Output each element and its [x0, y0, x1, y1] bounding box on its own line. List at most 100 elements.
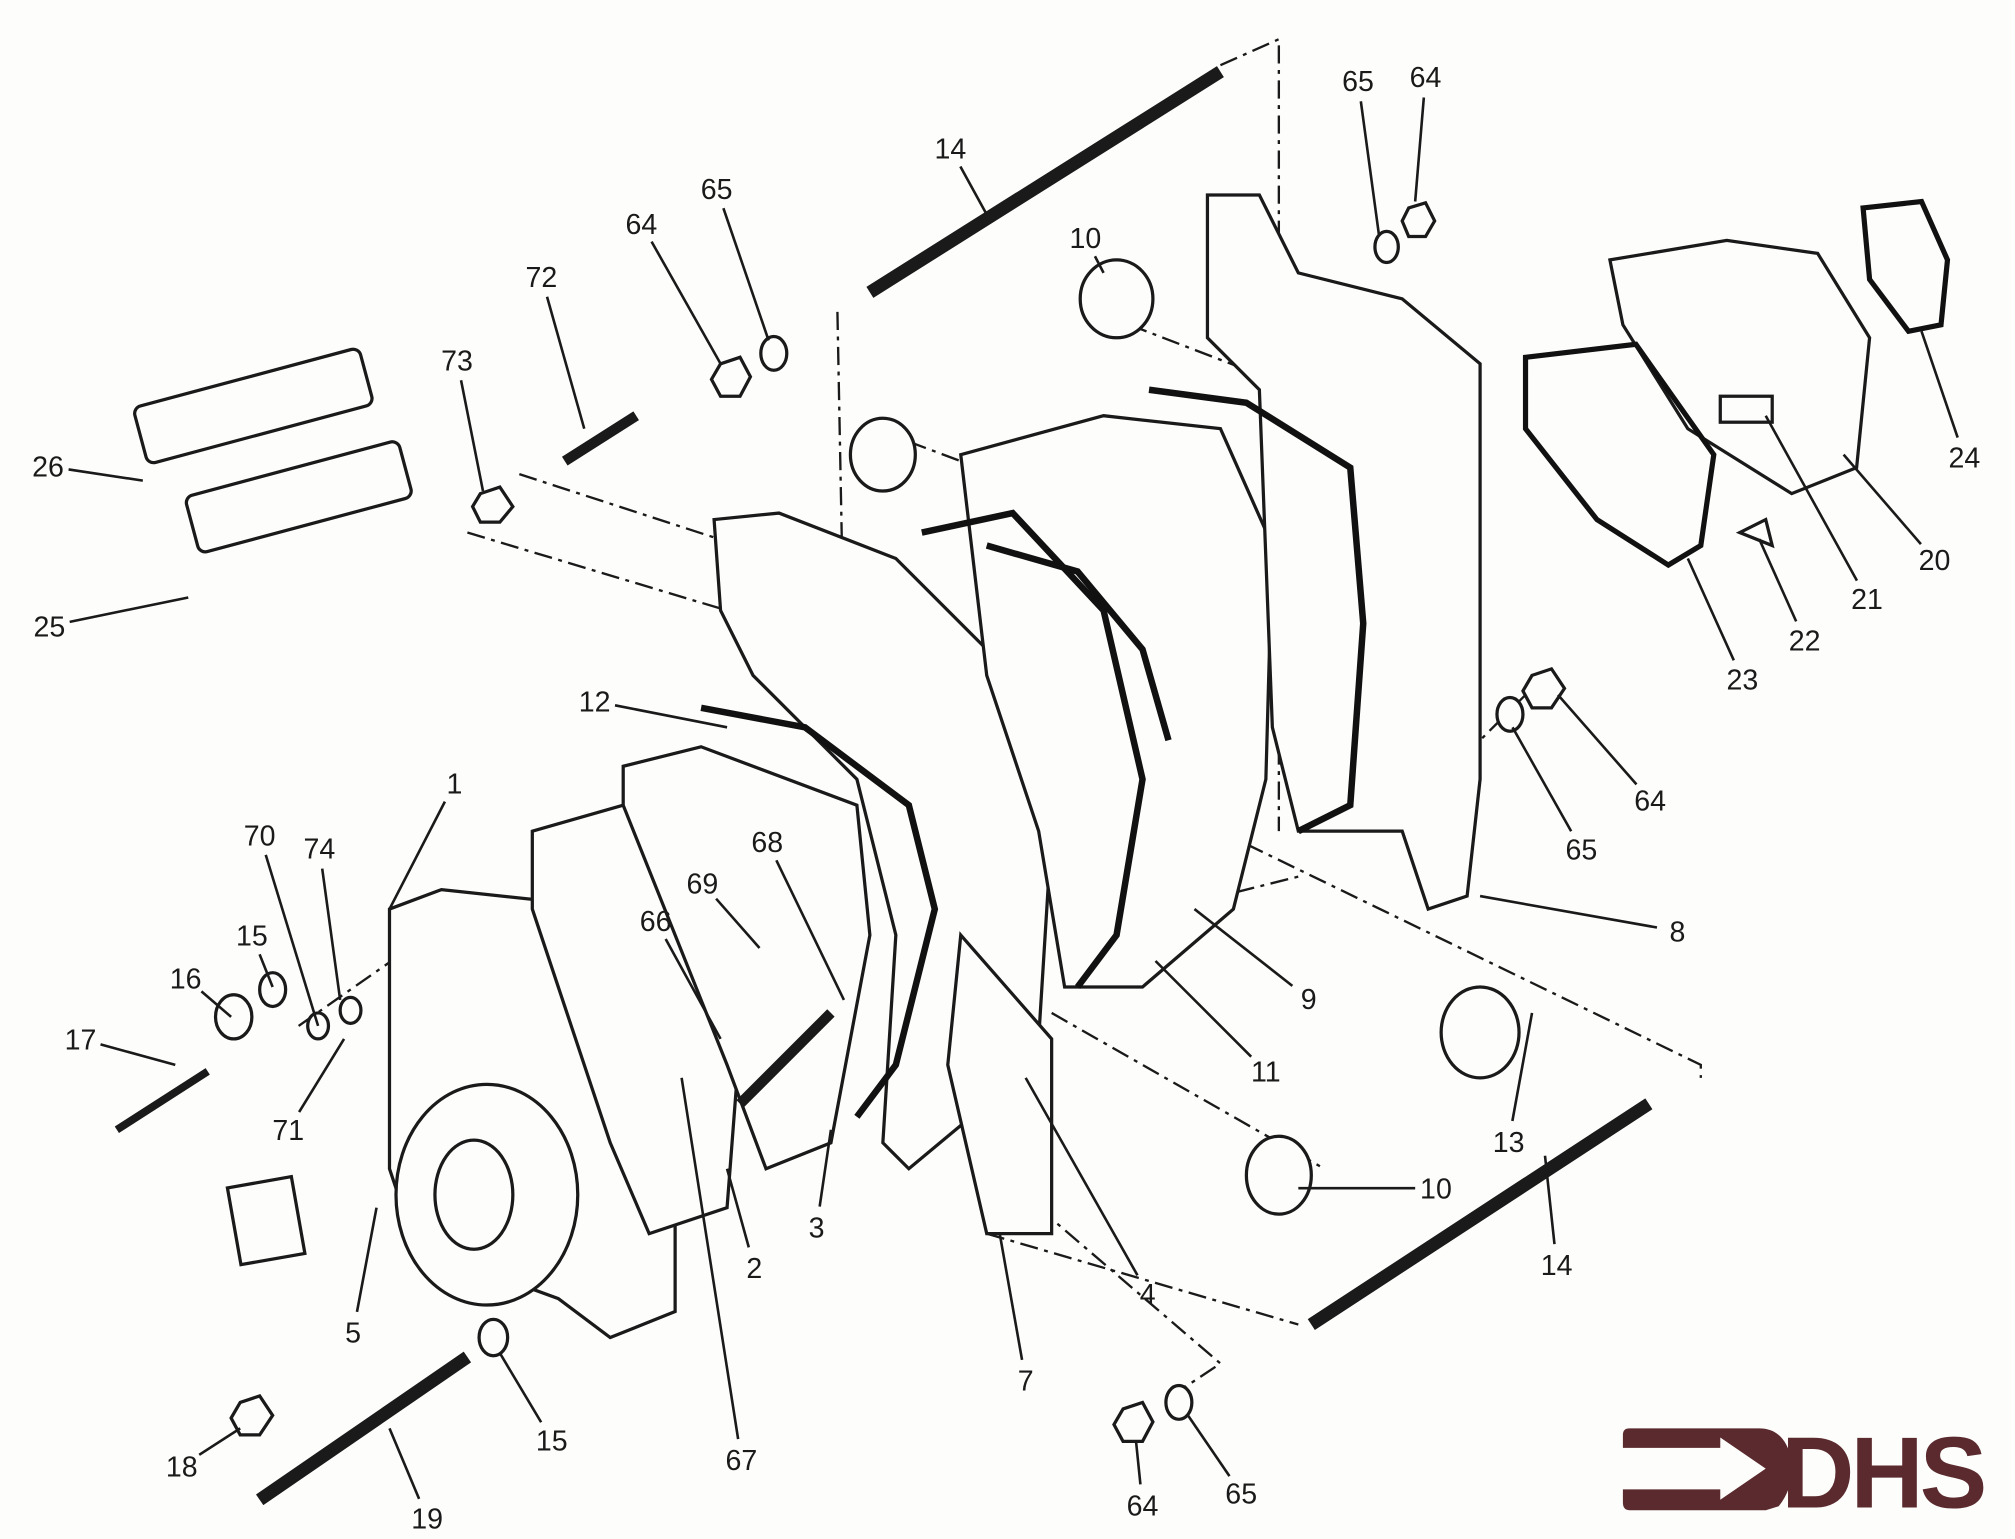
callout-label-3: 3 [809, 1213, 825, 1245]
callout-leader-65 [722, 207, 770, 341]
callout-label-74: 74 [304, 833, 336, 865]
callout-label-65: 65 [1342, 66, 1374, 98]
callout-leader-20 [1842, 453, 1922, 545]
callout-leader-71 [297, 1038, 346, 1113]
callout-leader-21 [1764, 415, 1859, 582]
callout-leader-4 [1024, 1077, 1139, 1276]
callout-label-65: 65 [701, 174, 733, 206]
callout-leader-17 [100, 1043, 176, 1067]
callout-label-5: 5 [345, 1318, 361, 1350]
callout-leader-lines [68, 97, 1959, 1500]
callout-label-9: 9 [1301, 984, 1317, 1016]
callout-label-22: 22 [1789, 626, 1821, 658]
dhs-logo-arrow [1622, 1428, 1793, 1511]
callout-label-1: 1 [446, 769, 462, 801]
callout-leader-15 [498, 1352, 543, 1423]
callout-label-14: 14 [1541, 1250, 1573, 1282]
callout-label-68: 68 [751, 827, 783, 859]
callout-leader-12 [614, 704, 728, 729]
callout-leader-26 [68, 468, 144, 482]
callout-label-64: 64 [1410, 62, 1442, 94]
callout-leader-25 [69, 596, 189, 624]
callout-label-21: 21 [1851, 584, 1883, 616]
callout-label-72: 72 [526, 262, 558, 294]
callout-leader-7 [998, 1233, 1024, 1361]
callout-leader-23 [1686, 557, 1735, 661]
studs-14 [866, 66, 1653, 1330]
callout-leader-14 [1543, 1155, 1556, 1245]
callout-label-20: 20 [1919, 545, 1951, 577]
callout-leader-10 [1093, 255, 1105, 274]
callout-leader-19 [388, 1427, 421, 1500]
callout-label-65: 65 [1225, 1479, 1257, 1511]
callout-leader-3 [818, 1129, 833, 1207]
callout-leader-72 [545, 296, 586, 430]
callout-label-67: 67 [725, 1445, 757, 1477]
assembly-centerlines [297, 37, 1702, 1391]
callout-leader-14 [959, 165, 988, 216]
callout-leader-22 [1758, 538, 1798, 622]
callout-label-2: 2 [746, 1253, 762, 1285]
callout-label-73: 73 [441, 345, 473, 377]
callout-label-65: 65 [1565, 835, 1597, 867]
callout-leader-65 [1511, 726, 1573, 832]
dhs-logo: DHS [1622, 1417, 1988, 1530]
callout-leader-65 [1359, 101, 1381, 235]
rear-cover-and-gaskets [1522, 198, 1951, 569]
callout-label-10: 10 [1070, 223, 1102, 255]
callout-leader-11 [1154, 960, 1253, 1058]
callout-label-15: 15 [536, 1425, 568, 1457]
callout-label-17: 17 [65, 1024, 97, 1056]
callout-leader-18 [198, 1427, 241, 1456]
callout-leader-67 [680, 1077, 740, 1440]
callout-leader-73 [459, 380, 485, 492]
callout-label-69: 69 [687, 868, 719, 900]
callout-leader-70 [264, 854, 320, 1027]
callout-leader-66 [664, 938, 722, 1040]
callout-label-15: 15 [236, 920, 268, 952]
callout-label-24: 24 [1948, 443, 1980, 475]
callout-label-12: 12 [579, 687, 611, 719]
callout-leader-13 [1511, 1012, 1534, 1122]
callout-label-18: 18 [166, 1451, 198, 1483]
callout-label-64: 64 [1634, 785, 1666, 817]
callout-leader-65 [1186, 1414, 1231, 1477]
callout-leader-24 [1920, 330, 1959, 439]
callout-leader-68 [775, 859, 846, 1001]
callout-leader-64 [1557, 693, 1638, 786]
callout-leader-15 [258, 953, 274, 988]
callout-label-64: 64 [1127, 1490, 1159, 1522]
callout-label-23: 23 [1726, 665, 1758, 697]
callout-leader-74 [320, 868, 342, 1001]
callout-leader-64 [1413, 97, 1426, 202]
callout-label-11: 11 [1251, 1057, 1281, 1089]
callout-label-64: 64 [625, 209, 657, 241]
callout-label-26: 26 [32, 452, 64, 484]
callout-leader-69 [715, 897, 761, 949]
seal-strips [133, 347, 413, 554]
callout-leader-1 [388, 801, 447, 910]
callout-label-7: 7 [1018, 1366, 1034, 1398]
callout-leader-5 [355, 1207, 378, 1313]
callout-label-14: 14 [934, 134, 966, 166]
callout-label-70: 70 [244, 820, 276, 852]
callout-label-10: 10 [1420, 1174, 1452, 1206]
callout-leader-9 [1193, 908, 1294, 987]
rotor-housings [700, 193, 1482, 1236]
callout-label-19: 19 [411, 1503, 443, 1535]
callout-label-4: 4 [1140, 1279, 1156, 1311]
callout-leader-64 [650, 241, 722, 365]
callout-label-8: 8 [1669, 917, 1685, 949]
callout-leader-8 [1479, 894, 1658, 929]
callout-leader-16 [200, 990, 232, 1018]
dhs-logo-text: DHS [1781, 1417, 1983, 1530]
callout-label-66: 66 [640, 906, 672, 938]
callout-label-71: 71 [272, 1115, 304, 1147]
callout-label-13: 13 [1493, 1127, 1525, 1159]
fasteners [114, 200, 1567, 1506]
callout-label-25: 25 [33, 611, 65, 643]
callout-leader-2 [725, 1168, 751, 1248]
